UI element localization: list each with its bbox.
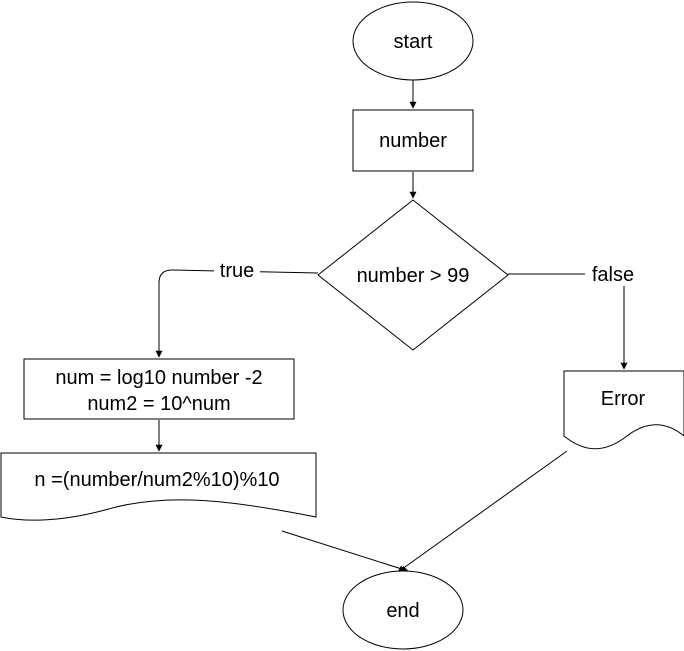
end-terminator: end: [342, 570, 464, 650]
edges: [155, 80, 628, 573]
start-label: start: [394, 31, 433, 53]
error-document: Error: [563, 370, 684, 450]
edge-output-to-end: [281, 530, 409, 573]
error-label: Error: [601, 388, 646, 410]
end-label: end: [386, 600, 419, 622]
false-label: false: [592, 264, 634, 286]
output-document: n =(number/num2%10)%10: [0, 452, 317, 521]
compute-process-box: num = log10 number -2 num2 = 10^num: [23, 358, 295, 420]
number-label: number: [379, 130, 447, 152]
edge-false-branch: [508, 273, 628, 370]
output-label: n =(number/num2%10)%10: [34, 469, 279, 491]
number-process-box: number: [352, 109, 474, 172]
true-label: true: [220, 260, 254, 282]
edge-error-to-end: [397, 450, 568, 573]
compute-line-2: num2 = 10^num: [87, 393, 230, 415]
start-terminator: start: [352, 1, 474, 81]
edge-label-true: true: [214, 258, 260, 282]
edge-true-branch: [155, 269, 319, 358]
compute-line-1: num = log10 number -2: [55, 367, 262, 389]
decision-diamond: number > 99: [317, 199, 509, 351]
edge-label-false: false: [585, 262, 641, 286]
decision-label: number > 99: [357, 265, 470, 287]
